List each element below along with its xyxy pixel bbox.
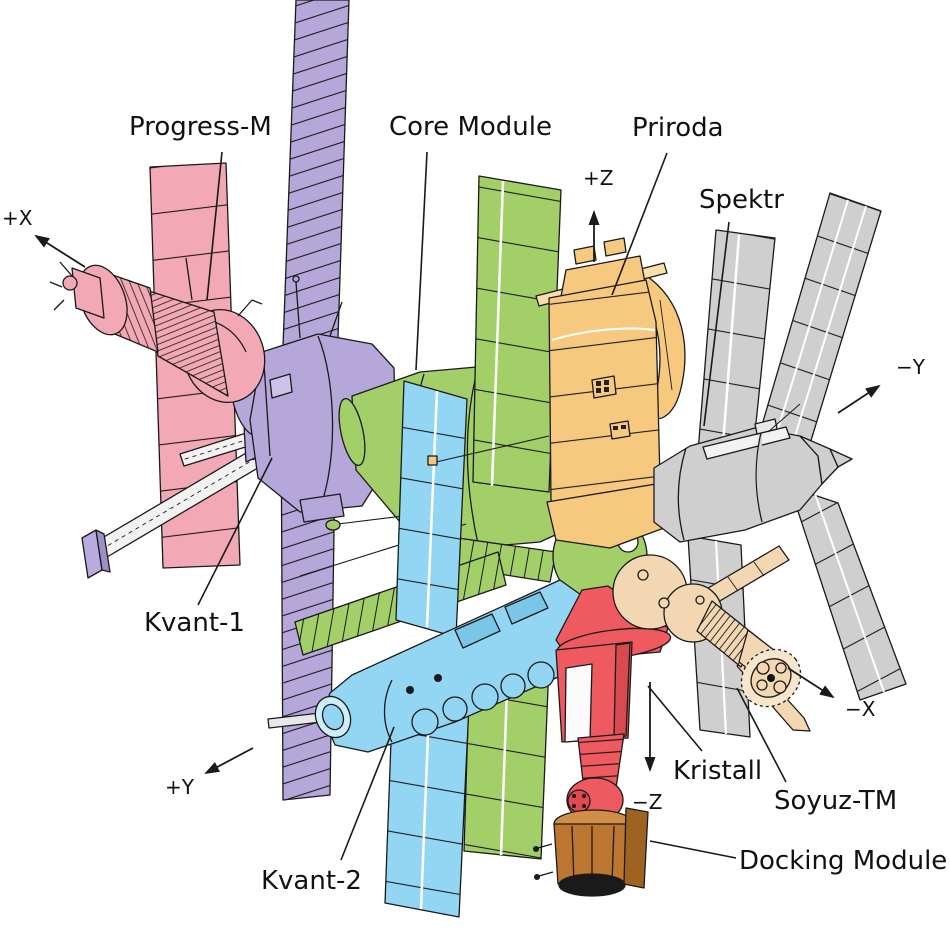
spektr-module [653, 403, 853, 543]
leader-lines [197, 151, 787, 861]
axis-label-minus-y: −Y [896, 355, 925, 379]
axis-arrow-plus-x [34, 234, 86, 268]
leader-spektr [703, 221, 730, 427]
axis-arrow-minus-y [837, 384, 881, 414]
kvant2-solar-panel-upper [395, 380, 468, 638]
leader-progress-m [206, 151, 223, 301]
kvant2-solar-panel-lower [384, 703, 470, 918]
label-kristall: Kristall [673, 756, 763, 786]
label-spektr: Spektr [699, 185, 784, 215]
label-kvant-2: Kvant-2 [261, 866, 362, 896]
leader-kvant1 [197, 457, 273, 606]
progress-spacecraft [49, 257, 266, 404]
spektr-upper-arrays [697, 192, 882, 471]
leader-docking-module [649, 840, 737, 859]
leader-priroda [611, 152, 668, 296]
core-solar-array-upper [472, 175, 562, 493]
label-docking-module: Docking Module [739, 846, 948, 876]
axis-label-plus-x: +X [2, 206, 33, 230]
axis-label-plus-z: +Z [583, 166, 614, 190]
leader-soyuz-tm [736, 687, 787, 783]
axis-label-minus-x: −X [845, 697, 876, 721]
axis-arrow-minus-x [787, 667, 835, 699]
label-soyuz-tm: Soyuz-TM [774, 786, 898, 816]
axis-label-minus-z: −Z [632, 790, 663, 814]
axis-arrow-plus-y [204, 747, 254, 774]
leader-core-module [415, 151, 428, 371]
leader-kristall [647, 685, 703, 752]
priroda-module [427, 237, 686, 549]
soyuz-tm-spacecraft [612, 545, 811, 732]
label-kvant-1: Kvant-1 [144, 608, 245, 638]
axis-arrows [34, 210, 881, 774]
label-core-module: Core Module [389, 112, 552, 142]
leader-kvant2 [340, 726, 395, 861]
axis-label-plus-y: +Y [165, 775, 194, 799]
label-priroda: Priroda [632, 113, 724, 143]
docking-module [533, 807, 649, 897]
label-progress-m: Progress-M [129, 112, 272, 142]
